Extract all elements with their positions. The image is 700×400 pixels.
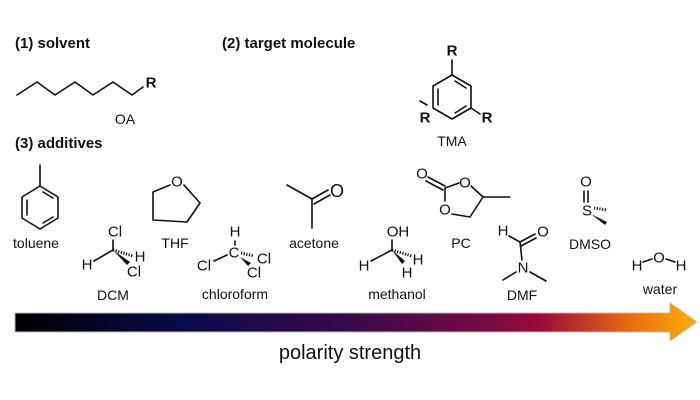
atom-h: H: [413, 252, 424, 269]
molecule-label-methanol: methanol: [368, 286, 426, 302]
r-group: R: [420, 110, 431, 127]
molecule-label-toluene: toluene: [13, 235, 59, 251]
atom-cl: Cl: [127, 264, 141, 281]
r-group: R: [447, 43, 458, 60]
molecule-label-pc: PC: [451, 235, 470, 251]
atom-h: H: [632, 258, 643, 275]
molecule-label-chloroform: chloroform: [202, 286, 268, 302]
atom-o: O: [416, 166, 428, 183]
molecule-label-tma: TMA: [437, 133, 467, 149]
molecule-label-dmf: DMF: [507, 287, 537, 303]
molecule-label-thf: THF: [161, 235, 188, 251]
molecule-chloroform: H C Cl Cl Cl chloroform: [197, 224, 271, 303]
heading-additives: (3) additives: [15, 135, 103, 152]
atom-h: H: [135, 249, 146, 266]
r-group: R: [146, 75, 157, 92]
molecule-dcm: Cl H H Cl DCM: [82, 224, 146, 304]
molecule-label-dcm: DCM: [97, 287, 129, 303]
atom-h: H: [402, 265, 413, 282]
atom-h: H: [676, 258, 687, 275]
atom-o: O: [537, 224, 549, 241]
atom-h: H: [359, 258, 370, 275]
molecule-label-oa: OA: [115, 111, 136, 127]
polarity-arrow: [14, 302, 698, 342]
atom-h: H: [82, 257, 93, 274]
atom-o: O: [653, 250, 665, 267]
atom-cl: Cl: [247, 265, 261, 282]
molecule-label-acetone: acetone: [289, 235, 339, 251]
molecule-water: H O H water: [632, 250, 687, 298]
molecule-label-water: water: [642, 281, 678, 297]
r-group: R: [482, 110, 493, 127]
molecule-acetone: O acetone: [286, 181, 344, 251]
atom-o: O: [439, 202, 451, 219]
molecule-oa: R OA: [16, 75, 157, 127]
atom-o: O: [459, 175, 471, 192]
molecule-dmf: H O N DMF: [498, 223, 549, 304]
atom-c: C: [229, 245, 240, 262]
atom-cl: Cl: [108, 224, 122, 241]
atom-s: S: [582, 203, 592, 220]
atom-cl: Cl: [197, 258, 211, 275]
atom-o: O: [580, 174, 592, 191]
heading-target-molecule: (2) target molecule: [222, 35, 355, 52]
molecule-methanol: OH H H H methanol: [359, 224, 426, 303]
molecule-label-dmso: DMSO: [569, 236, 611, 252]
atom-h: H: [498, 223, 509, 240]
molecule-dmso: O S DMSO: [569, 174, 611, 253]
atom-cl: Cl: [257, 251, 271, 268]
atom-n: N: [518, 260, 529, 277]
atom-oh: OH: [387, 224, 410, 241]
axis-label-polarity-strength: polarity strength: [279, 342, 421, 364]
atom-o: O: [171, 174, 183, 191]
molecule-thf: O THF: [152, 174, 201, 251]
molecule-toluene: toluene: [13, 164, 59, 251]
molecule-tma: R R R TMA: [419, 43, 493, 149]
atom-h: H: [230, 224, 241, 241]
molecule-pc: O O O PC: [416, 166, 511, 251]
atom-o: O: [330, 181, 344, 201]
heading-solvent: (1) solvent: [15, 35, 90, 52]
